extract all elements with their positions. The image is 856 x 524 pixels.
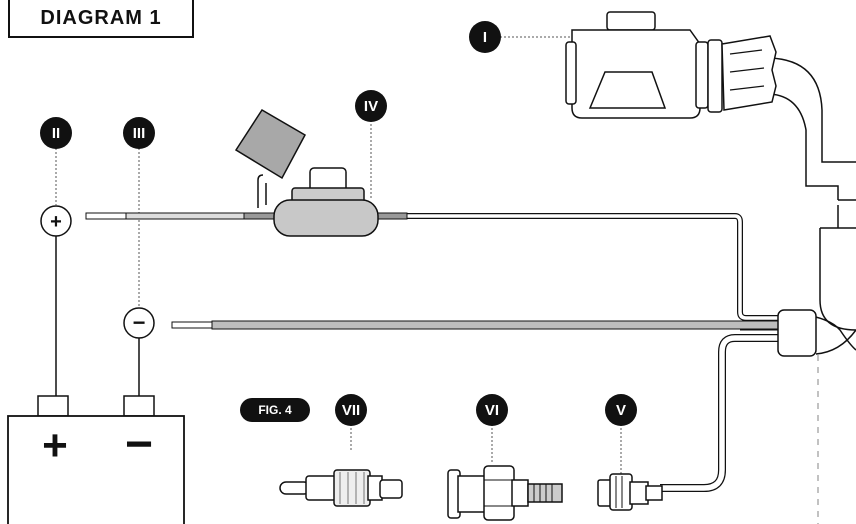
callout-II: II <box>51 124 61 142</box>
callout-badge-III: III <box>123 117 155 149</box>
callout-badge-IV: IV <box>355 90 387 122</box>
plus-marker-text: + <box>50 211 62 233</box>
antenna-cable <box>660 329 780 492</box>
bnc-adapter <box>447 465 563 521</box>
junction-block <box>777 309 817 357</box>
figure-label: FIG. 4 <box>240 398 310 422</box>
callout-badge-I: I <box>469 21 501 53</box>
plus-marker-circle <box>40 205 72 237</box>
battery-negative-post <box>123 395 155 417</box>
callout-IV: IV <box>363 97 379 115</box>
callout-VII: VII <box>341 401 361 419</box>
leader-lines <box>55 36 622 480</box>
callout-V: V <box>615 401 626 419</box>
battery <box>7 395 185 524</box>
battery-minus-label: − <box>125 418 153 471</box>
minus-marker-text: − <box>133 310 146 335</box>
callout-badge-II: II <box>40 117 72 149</box>
trunk-cable <box>769 57 856 357</box>
inline-fuse-holder <box>234 108 379 237</box>
fuse-body <box>273 199 379 237</box>
diagram-title: DIAGRAM 1 <box>40 6 162 29</box>
callout-badge-VII: VII <box>335 394 367 426</box>
negative-wire <box>171 320 783 330</box>
diagram-title-box: DIAGRAM 1 <box>8 0 194 38</box>
minus-marker-circle <box>123 307 155 339</box>
battery-case <box>7 415 185 524</box>
callout-I: I <box>482 28 488 46</box>
callout-badge-V: V <box>605 394 637 426</box>
callout-badge-VI: VI <box>476 394 508 426</box>
battery-positive-post <box>37 395 69 417</box>
callout-VI: VI <box>484 401 500 419</box>
rca-plug <box>279 469 403 507</box>
fuse-cap <box>234 108 307 180</box>
battery-plus-label: + <box>42 421 68 470</box>
iso-connector <box>565 11 777 119</box>
callout-III: III <box>132 124 146 142</box>
figure-label-text: FIG. 4 <box>258 403 292 417</box>
positive-wire <box>85 212 780 321</box>
coax-connector <box>597 473 663 511</box>
polarity-markers: + − <box>40 205 155 339</box>
